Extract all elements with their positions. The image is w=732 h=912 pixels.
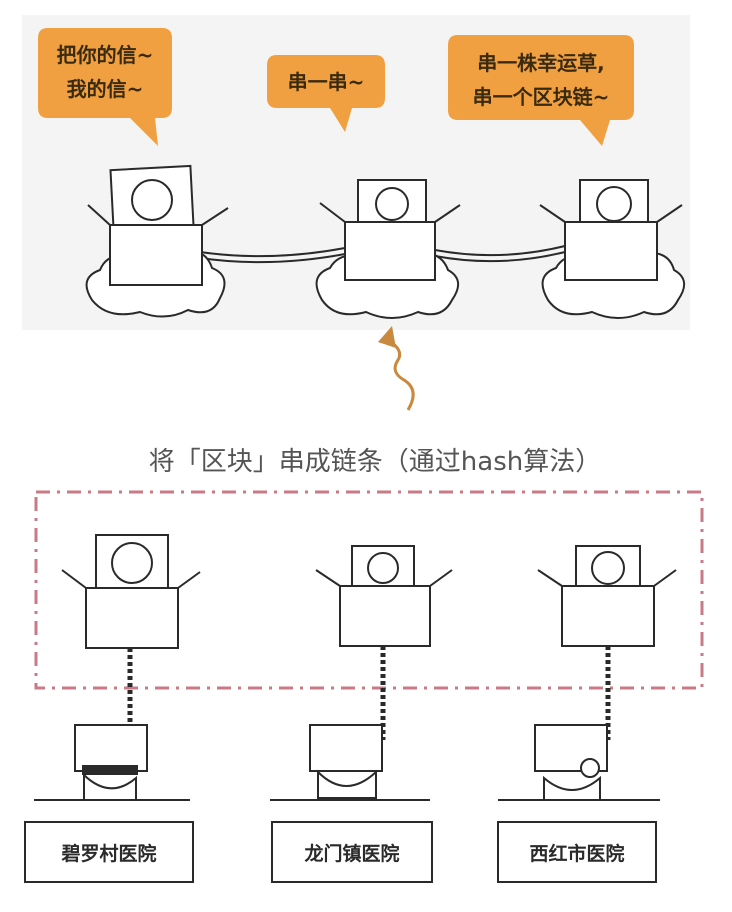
hospital-desk-3: 西红市医院 <box>497 821 657 883</box>
block-box-3 <box>539 179 683 281</box>
chain-ropes <box>199 245 566 264</box>
speech-bubble-2: 串一串~ <box>267 55 385 132</box>
hospital-name-1: 碧罗村医院 <box>60 842 156 865</box>
bubble-3-line-2: 串一个区块链~ <box>473 85 610 109</box>
hospital-block-box-1 <box>61 534 201 745</box>
hospital-desk-2: 龙门镇医院 <box>271 821 433 883</box>
portrait-woman-icon-2 <box>591 551 625 585</box>
doctor-1 <box>34 724 190 801</box>
portrait-boy-icon <box>375 187 409 221</box>
block-box-2 <box>319 179 461 281</box>
bubble-3-line-1: 串一株幸运草, <box>477 51 605 75</box>
glasses-icon <box>82 765 138 775</box>
hospital-name-2: 龙门镇医院 <box>304 842 399 865</box>
portrait-woman-icon <box>596 186 632 222</box>
block-box-1 <box>87 164 229 286</box>
bubble-2-line-1: 串一串~ <box>288 70 365 94</box>
portrait-old-man-icon-2 <box>111 542 153 584</box>
speech-bubble-3: 串一株幸运草, 串一个区块链~ <box>448 35 634 146</box>
bubble-1-line-1: 把你的信~ <box>57 43 154 67</box>
bubble-1-line-2: 我的信~ <box>67 77 144 101</box>
diagram-caption: 将「区块」串成链条（通过hash算法） <box>149 447 601 477</box>
curly-arrow-icon <box>378 326 415 411</box>
monocle-icon <box>580 758 600 778</box>
speech-bubble-1: 把你的信~ 我的信~ <box>38 28 172 146</box>
portrait-boy-icon-2 <box>367 552 399 584</box>
portrait-old-man-icon <box>131 179 173 221</box>
hospital-block-box-3 <box>537 545 677 740</box>
hospital-name-3: 西红市医院 <box>529 842 624 865</box>
hospital-block-box-2 <box>315 545 453 740</box>
doctor-2 <box>270 724 430 801</box>
block-group-dashed-frame <box>34 490 704 690</box>
doctor-3 <box>498 724 660 801</box>
hospital-desk-1: 碧罗村医院 <box>24 821 194 883</box>
